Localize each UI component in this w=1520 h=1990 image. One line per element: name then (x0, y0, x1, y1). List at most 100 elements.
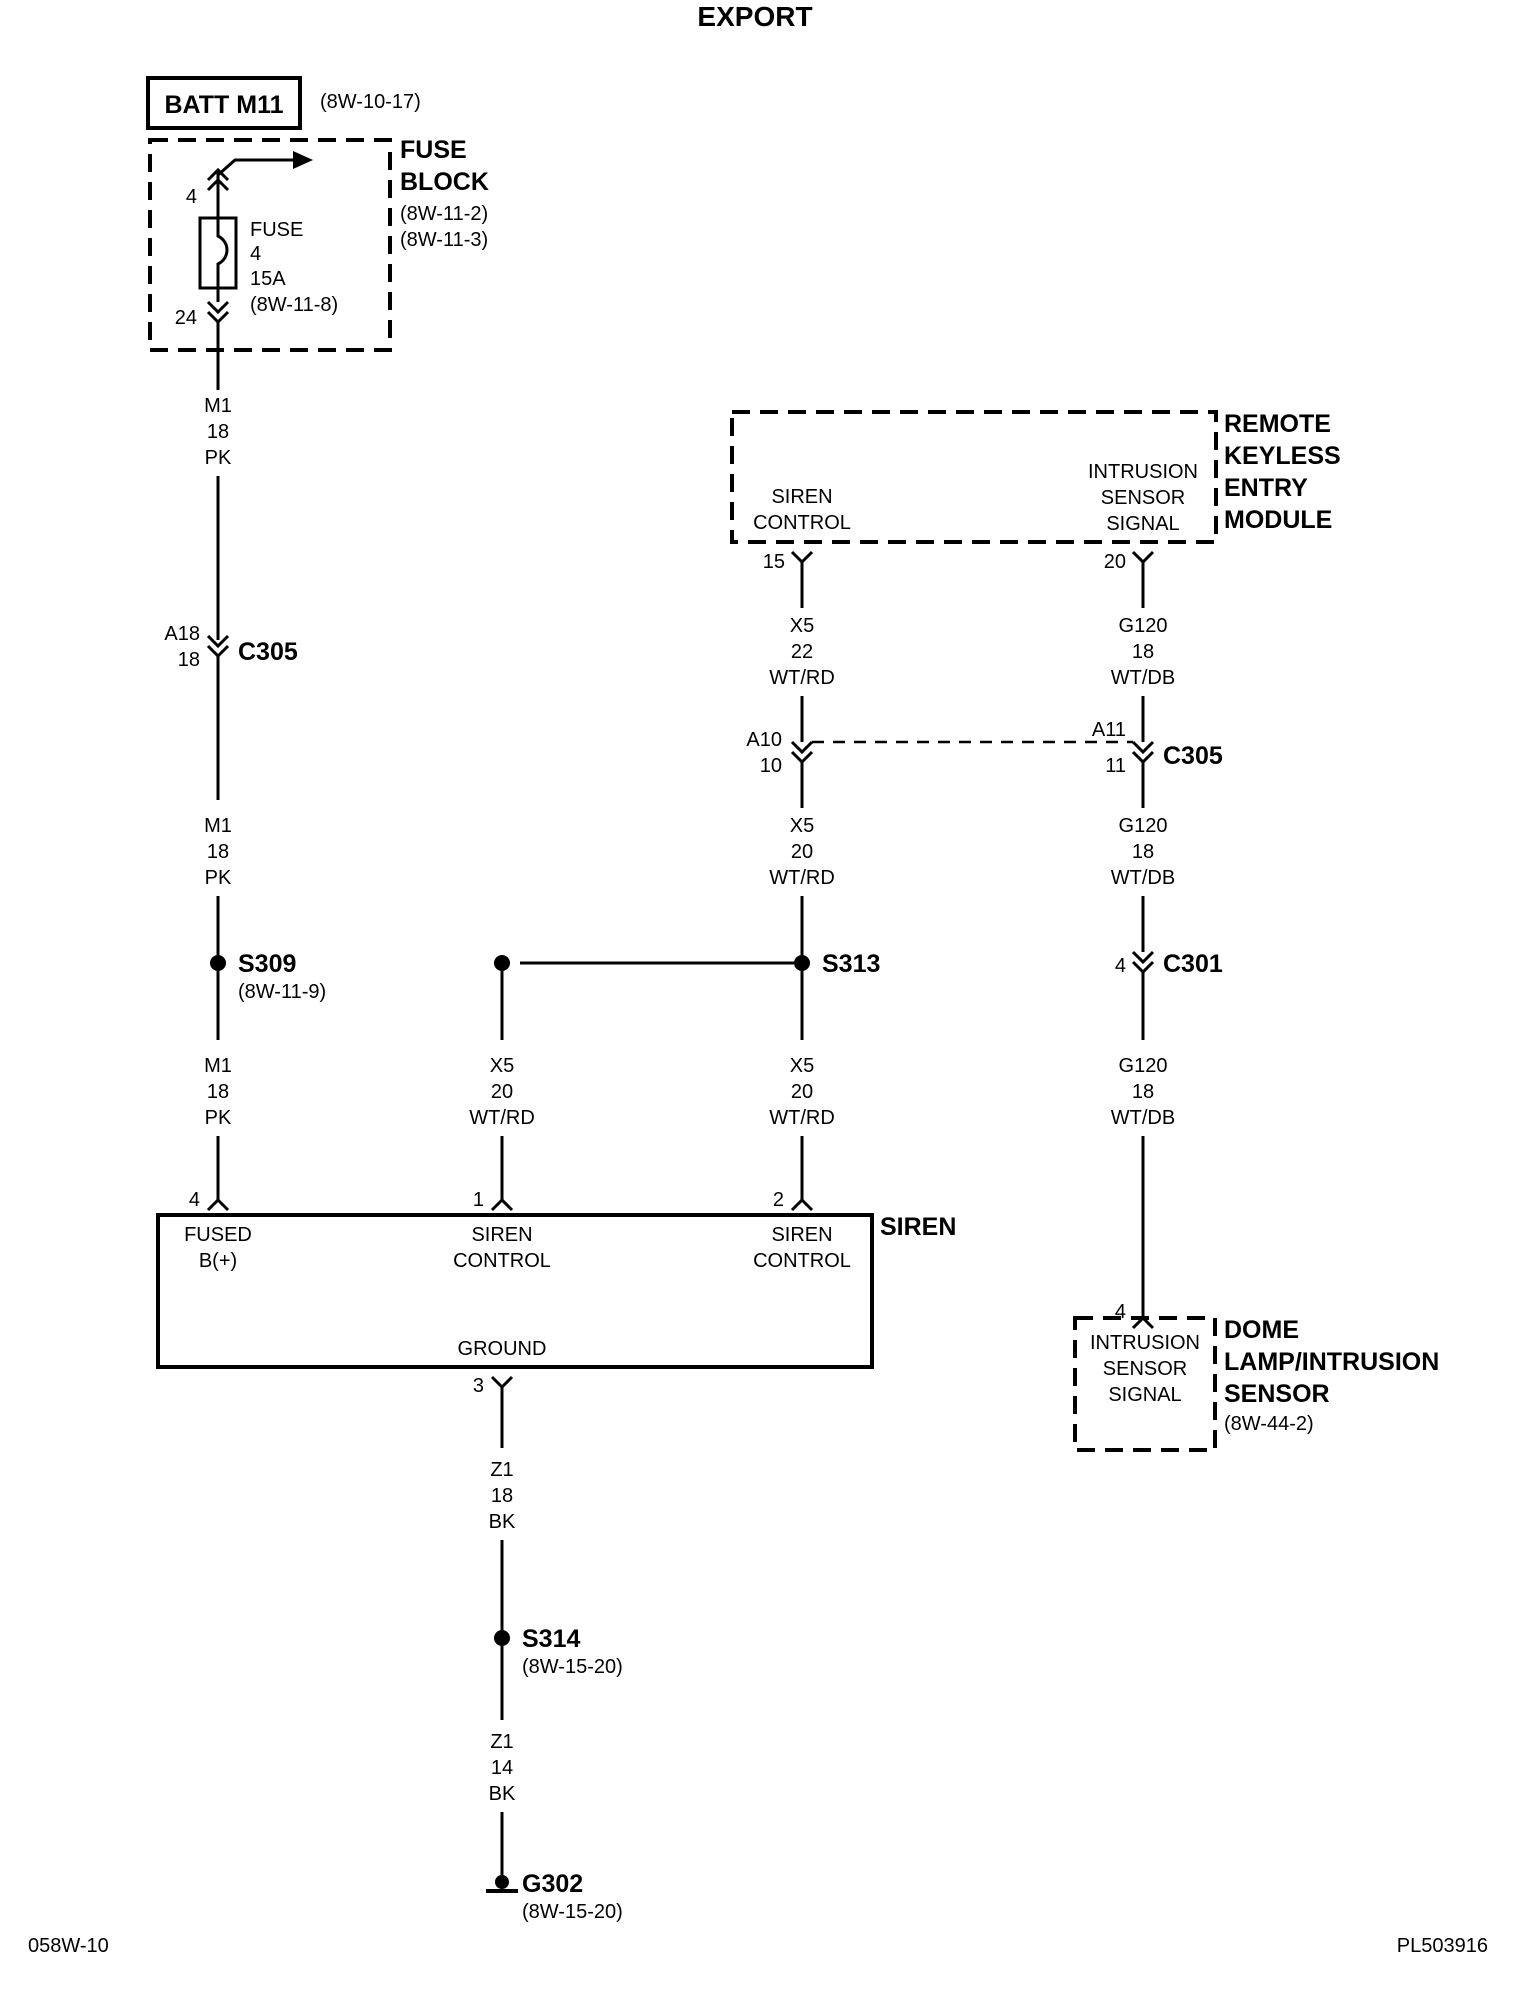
c305-right-pin-a10: A10 (746, 729, 782, 751)
s314-splice (494, 1630, 510, 1646)
ground-symbol-dot (495, 1875, 509, 1889)
wire-w8-l1: X5 (490, 1055, 514, 1077)
rke-module-outline (730, 410, 1218, 544)
rke-intrusion-1: INTRUSION (1088, 461, 1198, 483)
siren-ground-label: GROUND (458, 1338, 547, 1360)
ground-name: G302 (522, 1870, 583, 1898)
s313-name: S313 (822, 950, 880, 978)
rke-pin-20: 20 (1104, 551, 1126, 573)
dome-lamp-outline (1073, 1316, 1217, 1452)
wire-w12-l3: BK (489, 1783, 516, 1805)
rke-intrusion-2: SENSOR (1101, 487, 1185, 509)
dome-inner-3: SIGNAL (1108, 1384, 1181, 1406)
wire-w6-l1: X5 (790, 815, 814, 837)
c305-left-name: C305 (238, 638, 298, 666)
wire-w4-l2: 22 (791, 641, 813, 663)
c301-name: C301 (1163, 950, 1223, 978)
rke-pin-15: 15 (763, 551, 785, 573)
wire-w2-l2: 18 (207, 841, 229, 863)
footer-right: PL503916 (1397, 1935, 1488, 1957)
rke-name-4: MODULE (1224, 506, 1332, 534)
diagram-title: EXPORT (697, 1, 812, 32)
fuse-label-4: (8W-11-8) (250, 294, 338, 316)
siren-pin-4-symbol (206, 1197, 230, 1212)
fuse-pin-in: 4 (186, 186, 197, 208)
dome-ref: (8W-44-2) (1224, 1413, 1314, 1435)
fuse-label-1: FUSE (250, 219, 303, 241)
wire-w1-l1: M1 (204, 395, 232, 417)
c305-right-pin-11: 11 (1105, 755, 1126, 777)
batt-label: BATT M11 (165, 91, 284, 119)
fuse-bus-arrow (217, 158, 300, 177)
rke-name-3: ENTRY (1224, 474, 1308, 502)
s314-ref: (8W-15-20) (522, 1656, 623, 1678)
rke-name-2: KEYLESS (1224, 442, 1341, 470)
c305-left-pin-a: A18 (164, 623, 200, 645)
wire-w3-l2: 18 (207, 1081, 229, 1103)
siren-pin-1-symbol (490, 1197, 514, 1212)
rke-pin-20-symbol (1131, 550, 1155, 565)
dome-inner-2: SENSOR (1103, 1358, 1187, 1380)
siren-pin-3: 3 (473, 1375, 484, 1397)
dome-name-2: LAMP/INTRUSION (1224, 1348, 1439, 1376)
siren-fused-1: FUSED (184, 1224, 252, 1246)
wire-w2-l3: PK (205, 867, 232, 889)
siren-pin-4: 4 (189, 1189, 200, 1211)
wire-w6-l2: 20 (791, 841, 813, 863)
wire-w3-l3: PK (205, 1107, 232, 1129)
rke-pin-15-symbol (790, 550, 814, 565)
wire-w7-l2: 18 (1132, 841, 1154, 863)
rke-name-1: REMOTE (1224, 410, 1331, 438)
wire-w5-l2: 18 (1132, 641, 1154, 663)
wire-w6-l3: WT/RD (769, 867, 835, 889)
dome-name-1: DOME (1224, 1316, 1299, 1344)
batt-ref: (8W-10-17) (320, 91, 421, 113)
c305-right-a10-symbol (790, 740, 814, 765)
wire-w5-l3: WT/DB (1111, 667, 1175, 689)
fuse-block-ref-1: (8W-11-2) (400, 203, 488, 225)
siren-ctrl1-2: CONTROL (453, 1250, 551, 1272)
ground-ref: (8W-15-20) (522, 1901, 623, 1923)
c305-right-pin-a11: A11 (1092, 719, 1126, 741)
s314-name: S314 (522, 1625, 580, 1653)
wire-w11-l3: BK (489, 1511, 516, 1533)
c305-left-pin-b: 18 (178, 649, 200, 671)
wire-w11-l2: 18 (491, 1485, 513, 1507)
wire-w10-l3: WT/DB (1111, 1107, 1175, 1129)
wire-w7-l3: WT/DB (1111, 867, 1175, 889)
siren-ctrl2-1: SIREN (771, 1224, 832, 1246)
wire-w4-l3: WT/RD (769, 667, 835, 689)
fuse-label-3: 15A (250, 268, 286, 290)
wire-w12-l2: 14 (491, 1757, 513, 1779)
fuse-block-name-2: BLOCK (400, 168, 489, 196)
s309-name: S309 (238, 950, 296, 978)
footer-left: 058W-10 (28, 1935, 109, 1957)
rke-intrusion-3: SIGNAL (1106, 513, 1179, 535)
s313-left-node (494, 955, 510, 971)
siren-ctrl2-2: CONTROL (753, 1250, 851, 1272)
wire-w4-l1: X5 (790, 615, 814, 637)
fuse-block-name-1: FUSE (400, 136, 467, 164)
s313-splice (794, 955, 810, 971)
siren-ctrl1-1: SIREN (471, 1224, 532, 1246)
wire-w10-l1: G120 (1119, 1055, 1168, 1077)
fuse-block-outline (148, 138, 392, 352)
fuse-block-ref-2: (8W-11-3) (400, 229, 488, 251)
rke-siren-control-1: SIREN (771, 486, 832, 508)
fuse-pin-in-symbol (206, 167, 230, 192)
wire-w9-l1: X5 (790, 1055, 814, 1077)
fuse-bus-arrowhead (293, 151, 313, 169)
fuse-pin-out-symbol (206, 300, 230, 325)
wire-w3-l1: M1 (204, 1055, 232, 1077)
c305-right-a11-symbol (1131, 740, 1155, 765)
siren-pin-2: 2 (773, 1189, 784, 1211)
fuse-label-2: 4 (250, 243, 261, 265)
siren-name: SIREN (880, 1213, 956, 1241)
siren-fused-2: B(+) (199, 1250, 237, 1272)
wire-w5-l1: G120 (1119, 615, 1168, 637)
s309-ref: (8W-11-9) (238, 981, 326, 1003)
fuse-element (216, 218, 229, 288)
siren-pin-3-symbol (490, 1375, 514, 1390)
dome-inner-1: INTRUSION (1090, 1332, 1200, 1354)
